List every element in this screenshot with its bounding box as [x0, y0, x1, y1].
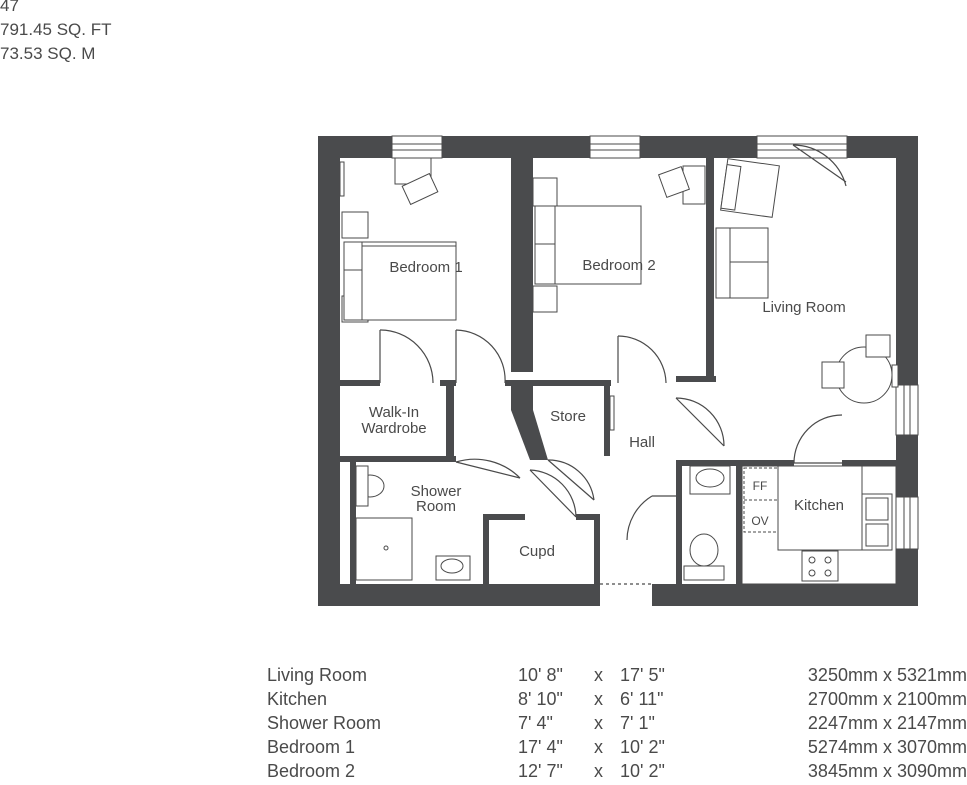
label-shower-line1: Shower	[411, 483, 462, 500]
area-sqft: 791.45 SQ. FT	[0, 20, 112, 39]
doors	[379, 144, 847, 585]
dim-room: Kitchen	[267, 689, 328, 709]
dim-x: x	[594, 689, 603, 709]
dim-room: Living Room	[267, 665, 368, 685]
label-oven: OV	[751, 514, 768, 528]
label-cupd: Cupd	[519, 543, 555, 560]
dim-length: 10' 2"	[620, 761, 665, 781]
dim-length: 17' 5"	[620, 665, 665, 685]
dim-metric: 3250mm x 5321mm	[807, 665, 967, 685]
label-shower-line2: Room	[416, 498, 456, 515]
internal-walls	[340, 136, 896, 584]
dim-metric: 5274mm x 3070mm	[807, 737, 967, 757]
label-walk-in-line1: Walk-In	[369, 404, 419, 421]
dimension-row: Kitchen 8' 10" x 6' 11" 2700mm x 2100mm	[0, 689, 967, 713]
dim-width: 12' 7"	[518, 761, 563, 781]
area-sqm: 73.53 SQ. M	[0, 44, 96, 63]
dim-room: Bedroom 2	[267, 761, 356, 781]
dimension-row: Living Room 10' 8" x 17' 5" 3250mm x 532…	[0, 665, 967, 689]
label-store: Store	[550, 408, 586, 425]
floor-plan: Bedroom 1 Bedroom 2 Living Room Walk-In …	[318, 135, 919, 606]
label-bedroom-2: Bedroom 2	[582, 257, 655, 274]
label-kitchen: Kitchen	[794, 497, 844, 514]
dim-metric: 2700mm x 2100mm	[807, 689, 967, 709]
plot-header: 47 791.45 SQ. FT 73.53 SQ. M	[0, 0, 112, 66]
dim-length: 10' 2"	[620, 737, 665, 757]
room-labels: Bedroom 1 Bedroom 2 Living Room Walk-In …	[361, 257, 845, 560]
dim-length: 6' 11"	[620, 689, 664, 709]
dim-width: 10' 8"	[518, 665, 563, 685]
dimension-row: Bedroom 1 17' 4" x 10' 2" 5274mm x 3070m…	[0, 737, 967, 761]
dim-x: x	[594, 737, 603, 757]
dimensions-table: Living Room 10' 8" x 17' 5" 3250mm x 532…	[0, 665, 967, 785]
dimension-row: Bedroom 2 12' 7" x 10' 2" 3845mm x 3090m…	[0, 761, 967, 785]
dim-x: x	[594, 713, 603, 733]
label-walk-in-line2: Wardrobe	[361, 420, 426, 437]
label-living-room: Living Room	[762, 299, 845, 316]
label-fridge: FF	[753, 479, 768, 493]
dim-x: x	[594, 665, 603, 685]
dim-length: 7' 1"	[620, 713, 655, 733]
dim-width: 8' 10"	[518, 689, 563, 709]
dim-width: 17' 4"	[518, 737, 563, 757]
label-hall: Hall	[629, 434, 655, 451]
label-bedroom-1: Bedroom 1	[389, 259, 462, 276]
dim-width: 7' 4"	[518, 713, 553, 733]
furniture	[339, 157, 899, 585]
windows	[391, 135, 919, 550]
dim-metric: 2247mm x 2147mm	[807, 713, 967, 733]
dim-room: Bedroom 1	[267, 737, 356, 757]
dim-x: x	[594, 761, 603, 781]
dimension-row: Shower Room 7' 4" x 7' 1" 2247mm x 2147m…	[0, 713, 967, 737]
dim-metric: 3845mm x 3090mm	[807, 761, 967, 781]
dim-room: Shower Room	[267, 713, 382, 733]
plot-number: 47	[0, 0, 19, 15]
